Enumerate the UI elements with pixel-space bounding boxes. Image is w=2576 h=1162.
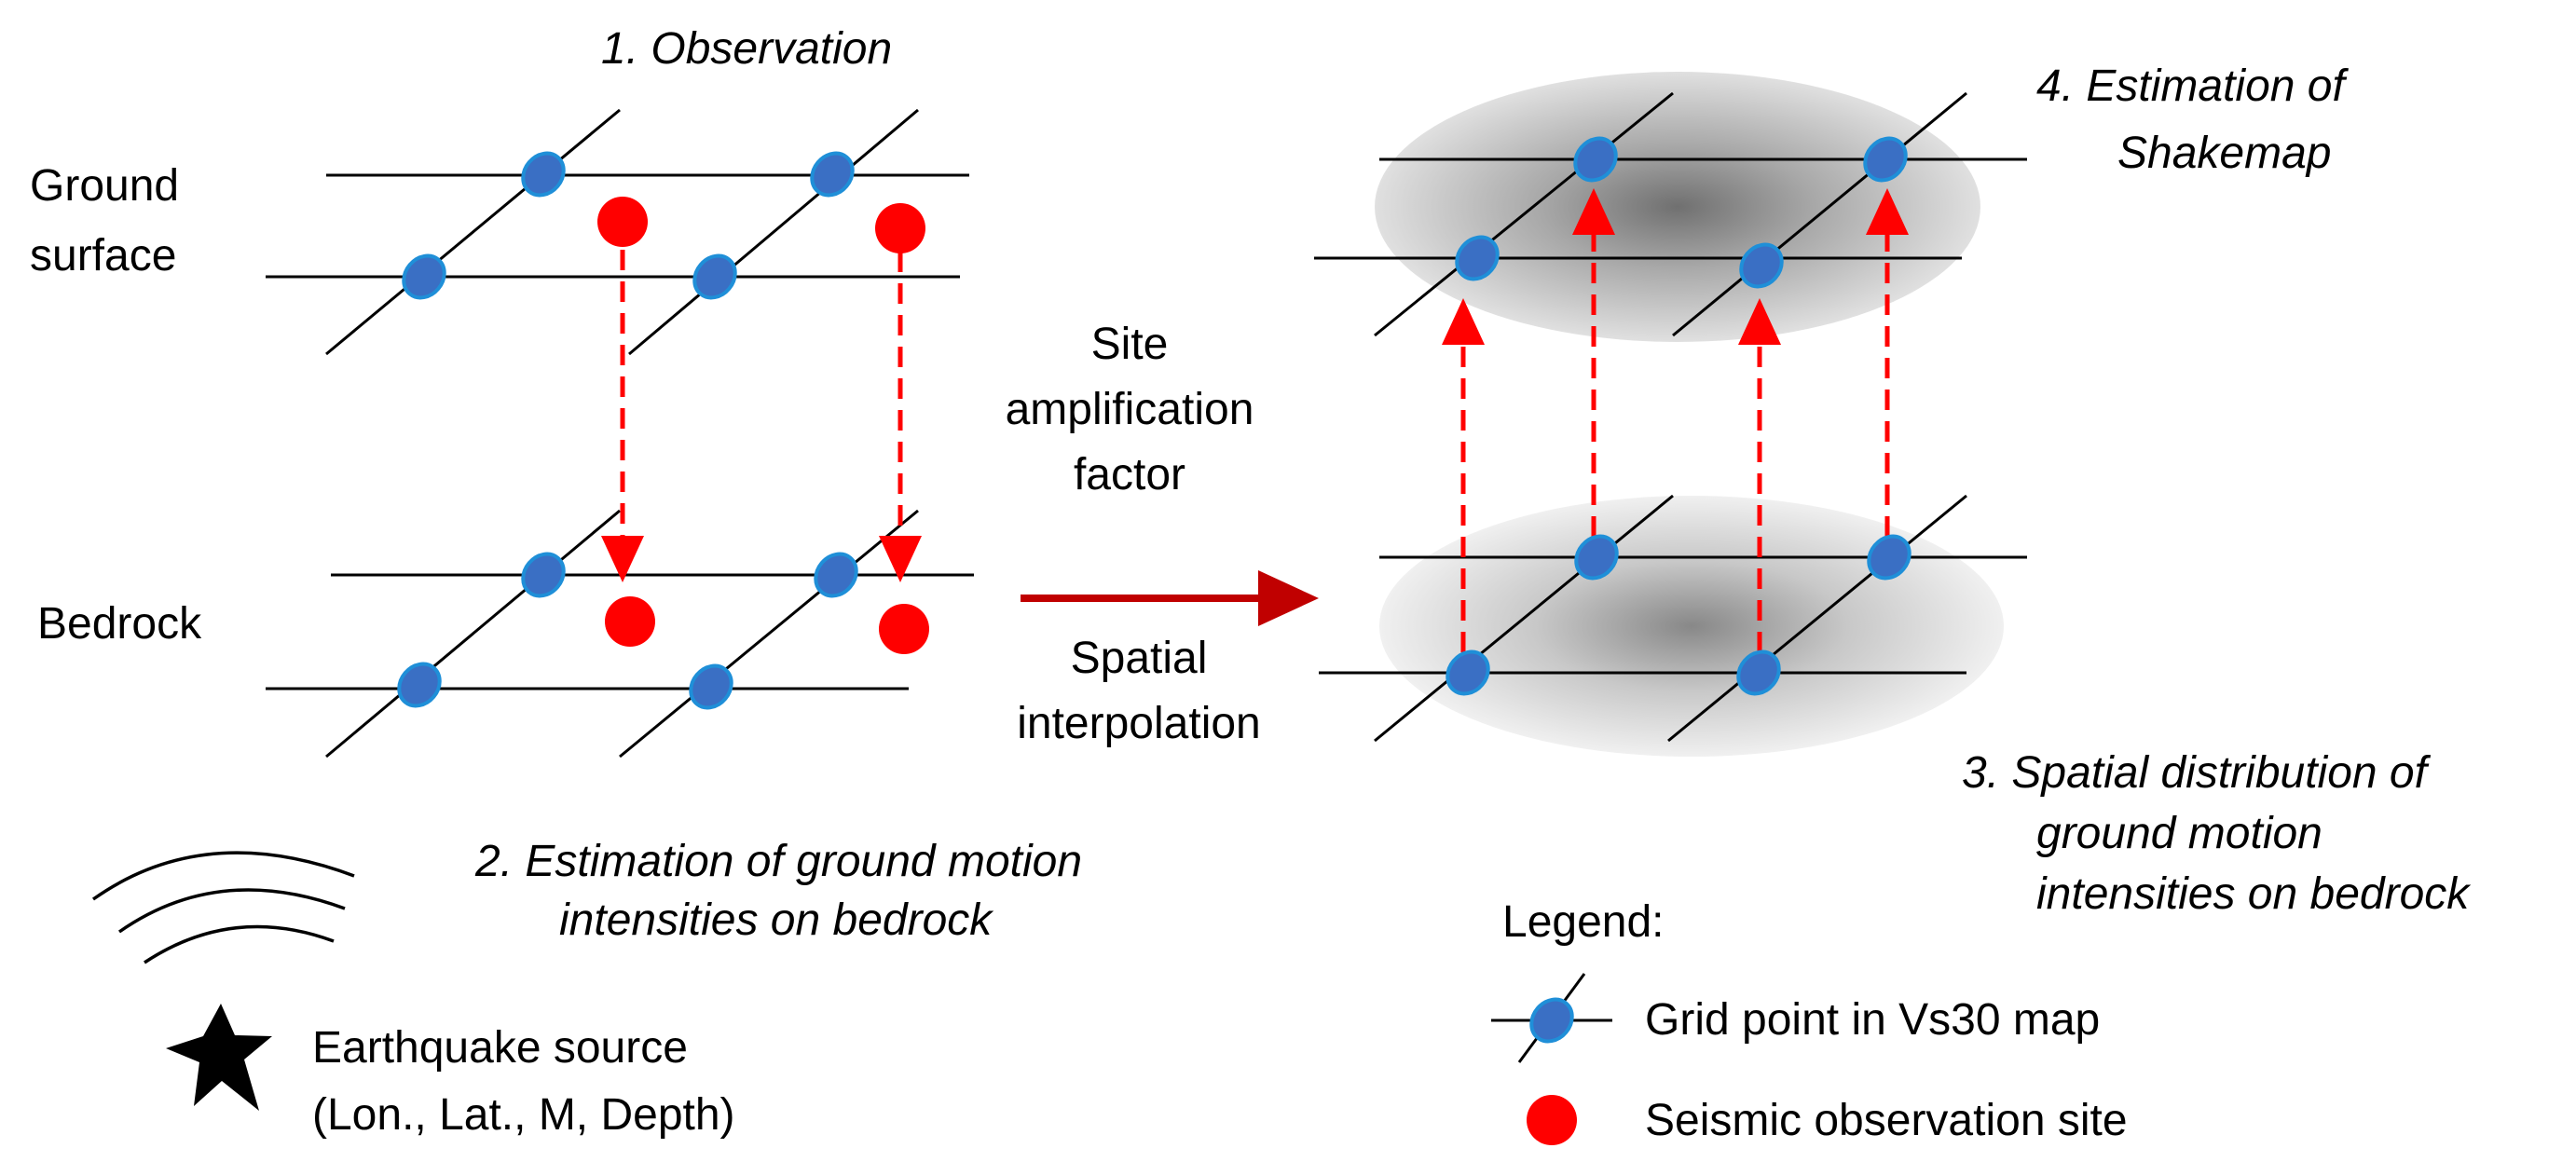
ground-surface-grid [266, 108, 969, 356]
bedrock-grid-right [1319, 494, 2027, 743]
observation-site [605, 596, 655, 647]
grid-line [325, 509, 621, 759]
spatial-interp-label-line2: interpolation [1017, 699, 1261, 748]
step2-label-line1: 2. Estimation of ground motion [474, 837, 1082, 886]
process-arrowhead [1258, 570, 1319, 626]
grid-point [1739, 242, 1784, 289]
step3-label-line3: intensities on bedrock [2036, 869, 2472, 919]
grid-point [1573, 136, 1618, 183]
grid-point [1574, 534, 1619, 581]
shakemap-grid [1314, 91, 2027, 337]
earthquake-source-label-line2: (Lon., Lat., M, Depth) [312, 1090, 735, 1140]
legend-grid-point-symbol [1491, 973, 1612, 1063]
grid-line [325, 108, 621, 356]
legend-grid-point [1529, 997, 1574, 1044]
step3-label-line1: 3. Spatial distribution of [1962, 748, 2432, 798]
grid-line [1672, 91, 1967, 337]
earthquake-source-label-line1: Earthquake source [312, 1023, 688, 1073]
legend-grid-point-label: Grid point in Vs30 map [1645, 995, 2100, 1045]
grid-line [628, 108, 919, 356]
arrowhead-up [1442, 298, 1485, 345]
shakemap-shading [1375, 72, 1980, 342]
arrowhead-down [879, 536, 922, 582]
bedrock-observation-sites [605, 596, 929, 654]
grid-line [1374, 494, 1674, 743]
grid-point [689, 663, 733, 710]
grid-point [1446, 649, 1490, 696]
downward-dashed-arrows [601, 250, 922, 582]
observation-site [875, 203, 925, 253]
arrowhead-up [1572, 188, 1615, 235]
grid-point [521, 552, 566, 598]
legend-title: Legend: [1502, 897, 1665, 947]
legend-observation-site-label: Seismic observation site [1645, 1096, 2128, 1145]
observation-site [597, 197, 648, 247]
arrowhead-down [601, 536, 644, 582]
grid-line [619, 509, 919, 759]
grid-line [1667, 494, 1967, 743]
site-amp-label-line1: Site [1091, 320, 1169, 369]
grid-point [692, 253, 737, 300]
upward-dashed-arrows [1442, 188, 1909, 652]
bedrock-shading [1379, 496, 2004, 757]
arrowhead-up [1866, 188, 1909, 235]
wave-arc [117, 888, 346, 934]
arrowhead-up [1738, 298, 1781, 345]
legend-observation-site [1527, 1095, 1577, 1145]
bedrock-label: Bedrock [37, 599, 202, 649]
observation-site [879, 604, 929, 654]
grid-point [1455, 235, 1500, 281]
ground-surface-label-line1: Ground [30, 161, 179, 211]
earthquake-waves-icon [91, 851, 355, 964]
grid-point [810, 151, 855, 198]
ground-surface-label-line2: surface [30, 231, 176, 280]
grid-point [814, 552, 858, 598]
grid-point [402, 253, 446, 300]
step4-label-line2: Shakemap [2117, 129, 2331, 178]
grid-point [1736, 649, 1781, 696]
shakemap-grid-points [1455, 136, 1908, 289]
bedrock-grid-points-right [1446, 534, 1911, 696]
grid-point [397, 662, 442, 708]
wave-arc [91, 851, 355, 901]
spatial-interp-label-line1: Spatial [1071, 634, 1208, 683]
grid-point [1863, 136, 1908, 183]
labels: 1. Observation Ground surface Bedrock 2.… [30, 24, 2472, 1145]
step3-label-line2: ground motion [2036, 809, 2323, 858]
step1-label: 1. Observation [601, 24, 892, 74]
grid-point [521, 151, 566, 198]
bedrock-grid-left [266, 509, 974, 759]
grid-line [1374, 91, 1674, 337]
process-arrow [1021, 570, 1319, 626]
ground-surface-observation-sites [597, 197, 925, 253]
ground-surface-grid-points [402, 151, 855, 300]
site-amp-label-line3: factor [1074, 450, 1185, 499]
star-icon [166, 1004, 272, 1111]
bedrock-grid-points-left [397, 552, 858, 710]
step4-label-line1: 4. Estimation of [2036, 62, 2349, 111]
grid-point [1867, 534, 1911, 581]
step2-label-line2: intensities on bedrock [559, 895, 994, 945]
site-amp-label-line2: amplification [1006, 385, 1254, 434]
wave-arc [144, 924, 335, 964]
